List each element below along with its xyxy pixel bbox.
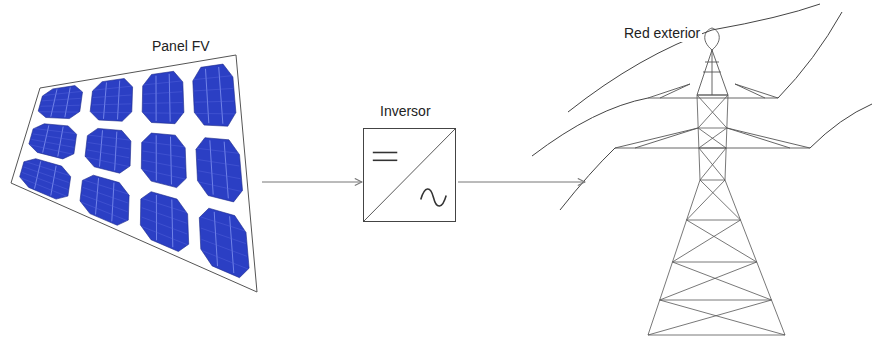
cell-busbar xyxy=(156,135,157,180)
cell-finger xyxy=(24,167,69,182)
cell-finger xyxy=(142,198,186,212)
cell-finger xyxy=(142,170,185,179)
cell-finger xyxy=(25,162,69,176)
cell-finger xyxy=(198,160,240,166)
cell-finger xyxy=(194,76,232,80)
cell-finger xyxy=(21,178,67,196)
pv-cell xyxy=(85,128,131,173)
cell-finger xyxy=(144,92,183,95)
cell-finger xyxy=(143,112,183,113)
cell-finger xyxy=(81,202,127,220)
pv-cell xyxy=(29,124,77,159)
cell-busbar xyxy=(99,130,102,166)
cell-finger xyxy=(82,195,127,212)
pv-panel xyxy=(11,55,257,292)
cell-busbar xyxy=(112,183,114,222)
pv-panel-node: Panel FV xyxy=(10,62,260,294)
pv-cell xyxy=(196,138,243,202)
cell-finger xyxy=(198,171,240,179)
node-label: Inversor xyxy=(378,103,433,120)
cell-finger xyxy=(44,91,82,95)
cell-busbar xyxy=(65,87,70,117)
cell-busbar xyxy=(51,89,57,116)
cell-finger xyxy=(197,148,238,153)
cell-finger xyxy=(41,105,80,106)
cell-busbar xyxy=(214,212,217,266)
cell-busbar xyxy=(205,69,208,123)
pv-cells xyxy=(20,64,249,278)
cell-finger xyxy=(143,151,185,157)
cell-busbar xyxy=(219,67,223,124)
cell-finger xyxy=(84,180,128,194)
flow-arrow xyxy=(262,182,362,183)
cell-finger xyxy=(22,172,67,189)
cell-busbar xyxy=(155,76,156,121)
cell-finger xyxy=(30,145,73,154)
pv-cell xyxy=(38,86,82,119)
pv-cell xyxy=(193,64,236,126)
cell-finger xyxy=(201,228,246,243)
cell-busbar xyxy=(230,216,234,273)
cell-finger xyxy=(143,103,182,104)
cell-finger xyxy=(87,150,129,158)
flow-arrow xyxy=(458,182,585,183)
cell-finger xyxy=(194,88,233,91)
pv-cell xyxy=(80,175,129,225)
dc-ac-symbol xyxy=(364,129,455,221)
tower-bracing xyxy=(648,95,785,335)
cell-busbar xyxy=(156,195,157,240)
cell-finger xyxy=(142,217,187,234)
tower-lattice xyxy=(648,95,785,335)
pv-cell xyxy=(142,71,184,123)
pv-cell xyxy=(141,133,186,188)
cell-busbar xyxy=(118,81,120,120)
pv-cell xyxy=(199,208,249,278)
transmission-tower xyxy=(615,28,810,148)
cell-finger xyxy=(33,134,75,140)
pv-cell xyxy=(90,79,132,122)
cell-finger xyxy=(93,95,132,98)
cell-finger xyxy=(202,251,248,269)
inverter-box: Inversor xyxy=(363,128,456,222)
node-label: Panel FV xyxy=(150,38,212,55)
cell-finger xyxy=(144,81,182,85)
cell-finger xyxy=(201,239,246,256)
cell-finger xyxy=(86,157,129,166)
cell-finger xyxy=(94,86,132,90)
cell-finger xyxy=(199,182,242,191)
cell-finger xyxy=(89,135,130,140)
node-label: Red exterior xyxy=(622,25,702,42)
cell-busbar xyxy=(170,137,172,185)
cell-finger xyxy=(31,139,73,147)
cell-finger xyxy=(195,101,234,102)
cell-finger xyxy=(143,160,185,168)
cell-finger xyxy=(34,129,75,134)
cell-busbar xyxy=(169,74,171,122)
cell-busbar xyxy=(103,82,106,118)
cell-finger xyxy=(200,217,244,231)
cell-finger xyxy=(142,208,187,223)
cell-finger xyxy=(88,142,130,148)
cell-finger xyxy=(195,113,235,114)
cell-finger xyxy=(39,111,79,112)
cell-busbar xyxy=(224,142,228,199)
cell-busbar xyxy=(171,199,173,247)
cell-finger xyxy=(91,112,131,113)
cell-finger xyxy=(92,104,131,105)
cell-finger xyxy=(42,98,81,101)
cell-finger xyxy=(142,226,188,244)
pv-cell xyxy=(140,192,188,252)
cell-finger xyxy=(83,187,128,202)
power-lines xyxy=(532,4,872,210)
cell-busbar xyxy=(115,132,117,171)
cell-busbar xyxy=(210,140,213,194)
cell-finger xyxy=(143,142,184,147)
grid-node: Red exterior xyxy=(586,55,856,335)
pv-cell xyxy=(20,159,71,199)
